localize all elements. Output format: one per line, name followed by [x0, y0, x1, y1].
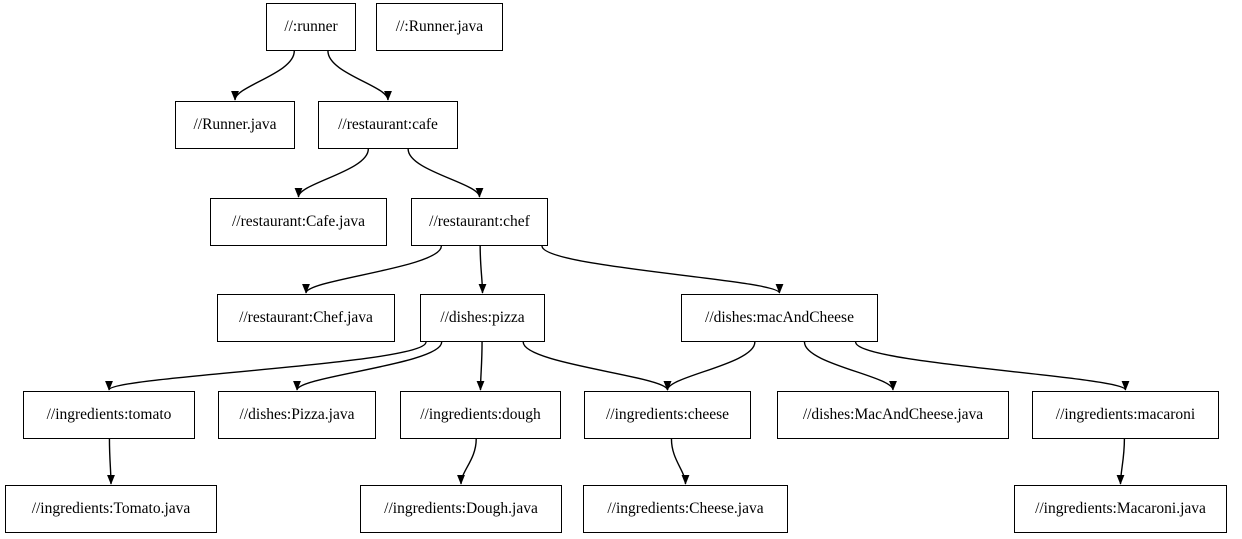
graph-node-ing_cheese_java[interactable]: //ingredients:Cheese.java — [583, 485, 788, 533]
graph-node-label: //ingredients:Macaroni.java — [1035, 500, 1206, 518]
graph-node-restaurant_cafe[interactable]: //restaurant:cafe — [318, 101, 458, 149]
graph-node-ing_cheese[interactable]: //ingredients:cheese — [584, 391, 751, 439]
graph-edge-ing_macaroni-to-ing_macaroni_java — [1116, 438, 1126, 485]
graph-node-label: //:runner — [284, 18, 338, 36]
graph-node-label: //ingredients:Dough.java — [384, 500, 538, 518]
graph-node-dishes_pizza[interactable]: //dishes:pizza — [420, 294, 545, 342]
graph-edge-dishes_macandcheese-to-ing_macaroni — [854, 341, 1130, 391]
graph-edge-restaurant_chef-to-dishes_pizza — [478, 245, 487, 294]
graph-node-label: //dishes:macAndCheese — [705, 309, 854, 327]
graph-node-label: //restaurant:cafe — [338, 116, 438, 134]
graph-node-dishes_mac_java[interactable]: //dishes:MacAndCheese.java — [777, 391, 1009, 439]
graph-edge-ing_dough-to-ing_dough_java — [457, 438, 477, 485]
graph-node-restaurant_chef_java[interactable]: //restaurant:Chef.java — [217, 294, 395, 342]
graph-node-dishes_macandcheese[interactable]: //dishes:macAndCheese — [681, 294, 878, 342]
graph-node-ing_macaroni_java[interactable]: //ingredients:Macaroni.java — [1014, 485, 1227, 533]
graph-edge-restaurant_cafe-to-restaurant_chef — [407, 148, 484, 198]
graph-edge-dishes_pizza-to-dishes_pizza_java — [293, 341, 443, 391]
graph-edge-dishes_pizza-to-ing_dough — [476, 341, 485, 391]
graph-node-restaurant_cafe_java[interactable]: //restaurant:Cafe.java — [210, 198, 387, 246]
graph-node-label: //dishes:MacAndCheese.java — [802, 406, 984, 424]
graph-node-root_runner_java[interactable]: //:Runner.java — [376, 3, 503, 51]
graph-node-label: //restaurant:Cafe.java — [232, 213, 365, 231]
graph-node-runner_java[interactable]: //Runner.java — [175, 101, 295, 149]
graph-edge-restaurant_chef-to-dishes_macandcheese — [541, 245, 784, 294]
graph-node-ing_tomato_java[interactable]: //ingredients:Tomato.java — [5, 485, 217, 533]
graph-edge-ing_cheese-to-ing_cheese_java — [670, 438, 690, 485]
graph-node-label: //ingredients:Tomato.java — [31, 500, 191, 518]
graph-node-runner[interactable]: //:runner — [266, 3, 356, 51]
graph-node-dishes_pizza_java[interactable]: //dishes:Pizza.java — [218, 391, 376, 439]
graph-node-ing_macaroni[interactable]: //ingredients:macaroni — [1032, 391, 1219, 439]
graph-node-restaurant_chef[interactable]: //restaurant:chef — [411, 198, 548, 246]
graph-node-label: //ingredients:macaroni — [1055, 406, 1196, 424]
graph-node-ing_dough[interactable]: //ingredients:dough — [400, 391, 561, 439]
graph-edge-restaurant_cafe-to-restaurant_cafe_java — [294, 148, 370, 198]
graph-edge-dishes_pizza-to-ing_tomato — [105, 341, 427, 391]
graph-node-label: //ingredients:tomato — [46, 406, 172, 424]
graph-edge-restaurant_chef-to-restaurant_chef_java — [302, 245, 443, 294]
graph-node-label: //ingredients:Cheese.java — [607, 500, 764, 518]
graph-node-label: //Runner.java — [193, 116, 277, 134]
graph-edge-dishes_macandcheese-to-dishes_mac_java — [803, 341, 897, 391]
graph-edge-dishes_pizza-to-ing_cheese — [522, 341, 672, 391]
graph-node-label: //:Runner.java — [395, 18, 484, 36]
graph-node-ing_tomato[interactable]: //ingredients:tomato — [23, 391, 195, 439]
graph-node-label: //restaurant:chef — [429, 213, 530, 231]
graph-node-label: //ingredients:cheese — [605, 406, 730, 424]
graph-node-label: //dishes:Pizza.java — [239, 406, 355, 424]
graph-edge-ing_tomato-to-ing_tomato_java — [106, 438, 115, 485]
graph-edge-runner-to-restaurant_cafe — [327, 50, 392, 101]
graph-node-label: //dishes:pizza — [440, 309, 525, 327]
graph-node-label: //ingredients:dough — [420, 406, 541, 424]
graph-edge-runner-to-runner_java — [231, 50, 295, 101]
graph-node-label: //restaurant:Chef.java — [239, 309, 373, 327]
graph-edge-dishes_macandcheese-to-ing_cheese — [663, 341, 756, 391]
graph-node-ing_dough_java[interactable]: //ingredients:Dough.java — [360, 485, 562, 533]
